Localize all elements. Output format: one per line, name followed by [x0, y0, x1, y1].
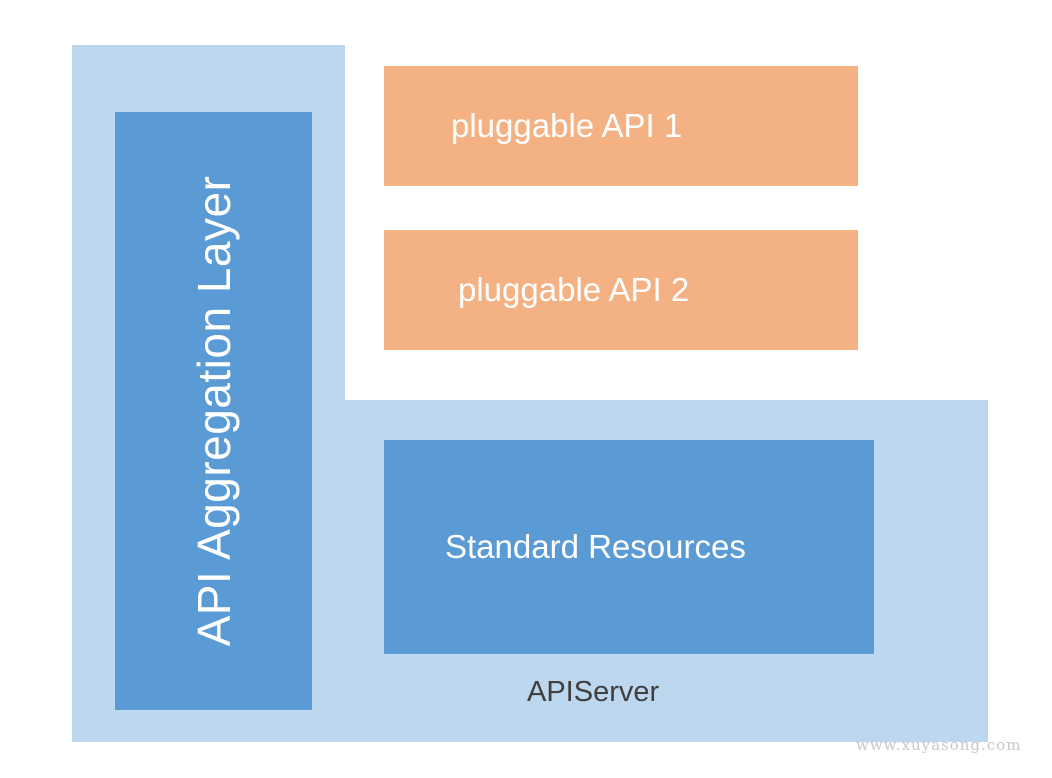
watermark-text: www.xuyasong.com [856, 736, 1022, 754]
standard-resources-box: Standard Resources [384, 440, 874, 654]
api-aggregation-layer-box: API Aggregation Layer [115, 112, 312, 710]
pluggable-api-1-box: pluggable API 1 [384, 66, 858, 186]
pluggable-api-2-label: pluggable API 2 [458, 271, 690, 308]
pluggable-api-2-box: pluggable API 2 [384, 230, 858, 350]
apiserver-label: APIServer [527, 676, 660, 708]
pluggable-api-1-label: pluggable API 1 [451, 107, 683, 144]
standard-resources-label: Standard Resources [445, 528, 746, 565]
api-aggregation-layer-label: API Aggregation Layer [187, 175, 240, 647]
